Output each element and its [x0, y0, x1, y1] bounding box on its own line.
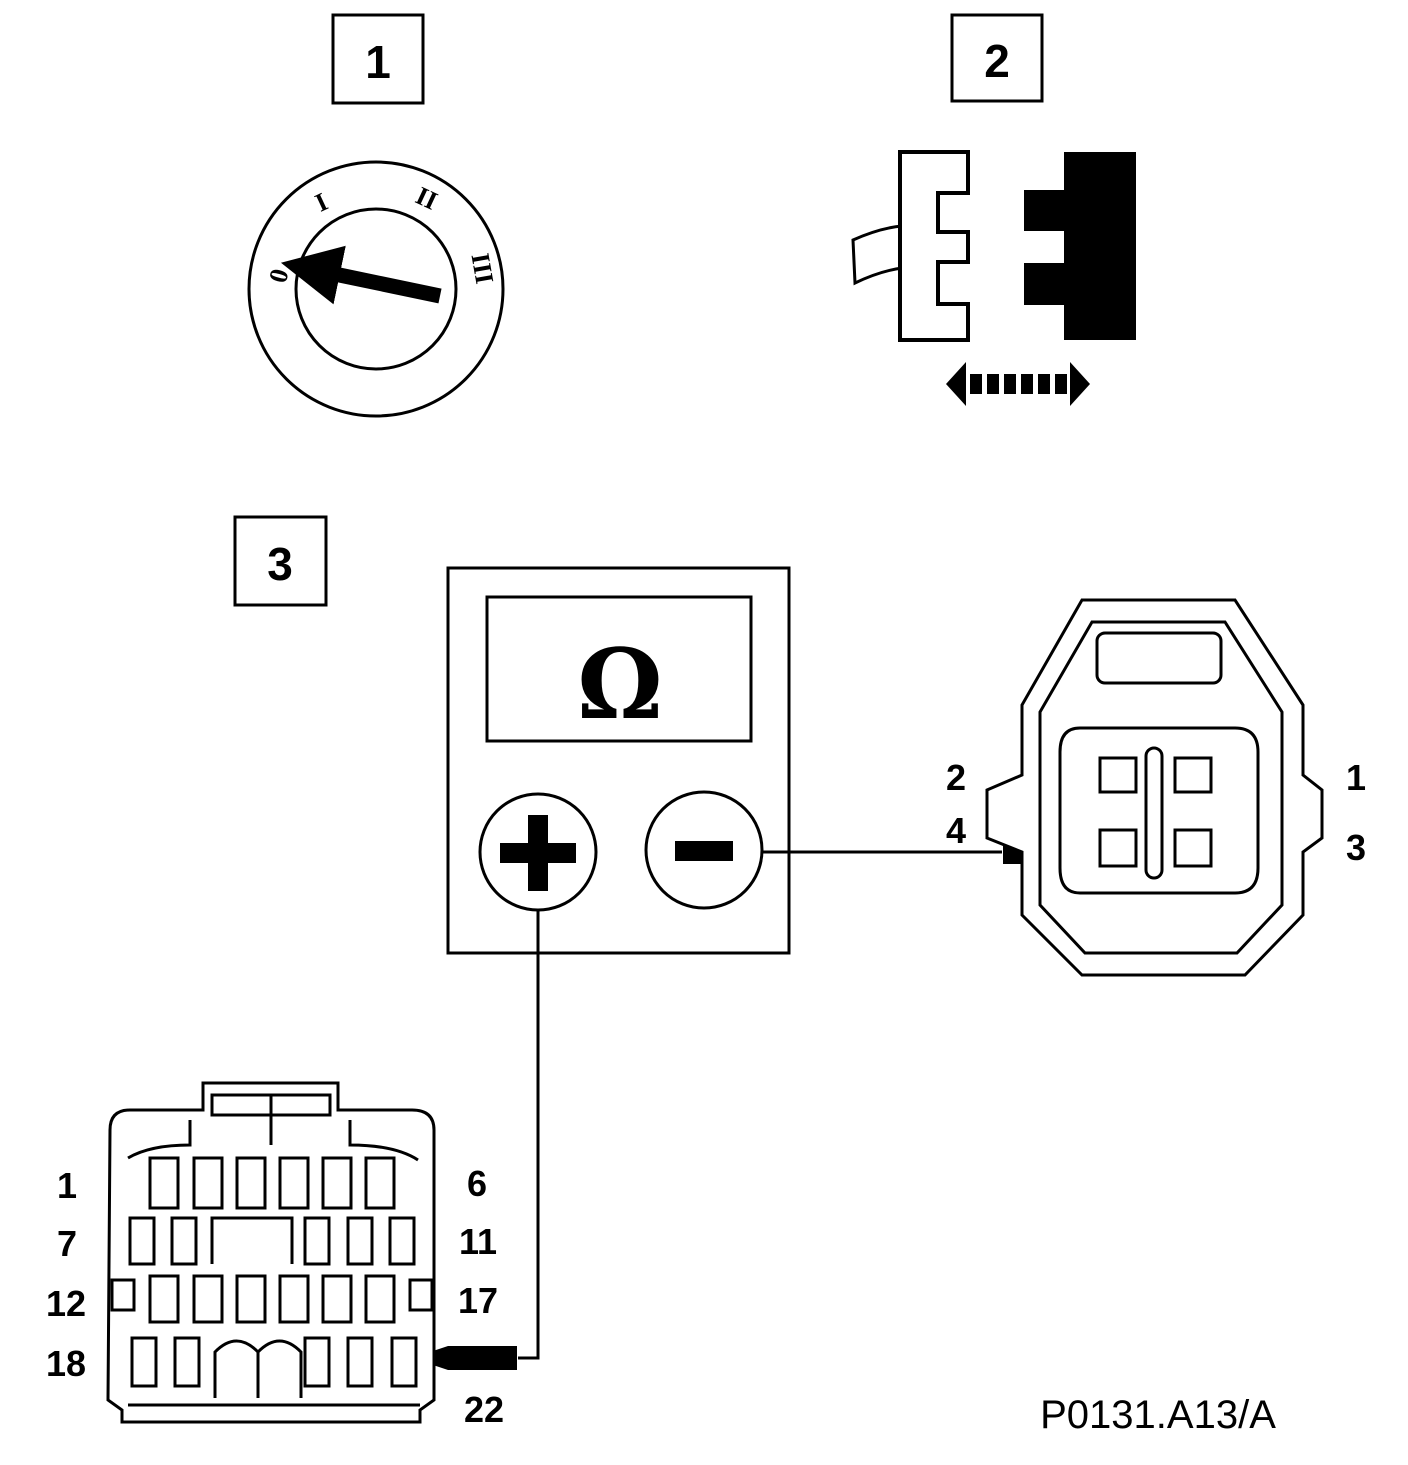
ecu-pin-cavity — [388, 1216, 416, 1266]
plus-sign-icon — [500, 815, 576, 891]
sensor-pin-3 — [1173, 828, 1213, 868]
sensor-pin-label-2: 2 — [946, 757, 966, 798]
step-1-group: 1 — [331, 13, 425, 105]
step-1-number: 1 — [365, 36, 391, 88]
ecu-connector-shoulders — [127, 1120, 419, 1162]
ecu-pin-cavity — [235, 1274, 267, 1324]
ecu-pin-grid — [110, 1156, 434, 1398]
ecu-pin-cavity-wide — [210, 1216, 294, 1264]
ecu-pin-cavity — [346, 1336, 374, 1388]
ecu-pin-cavity — [148, 1156, 180, 1210]
connector-disconnect-illustration — [851, 150, 1136, 406]
ecu-pin-cavity — [303, 1336, 331, 1388]
sensor-connector-latch — [1095, 631, 1223, 685]
ecu-pin-label-22: 22 — [464, 1389, 504, 1430]
connector-male-half — [1024, 152, 1136, 340]
ecu-pin-cavity — [364, 1274, 396, 1324]
step-3-number: 3 — [267, 538, 293, 590]
ecu-pin-cavity — [303, 1216, 331, 1266]
ecu-pin-cavity — [278, 1274, 310, 1324]
ecu-pin-cavity — [128, 1216, 156, 1266]
ecu-pin-cavity — [321, 1274, 353, 1324]
ecu-pin-cavity — [148, 1274, 180, 1324]
ignition-position-3: III — [465, 251, 499, 286]
ecu-connector: 1 6 7 11 12 17 18 22 — [46, 1081, 504, 1430]
step-2-number: 2 — [984, 35, 1010, 87]
sensor-connector-key — [1144, 746, 1164, 880]
ecu-pin-cavity — [192, 1274, 224, 1324]
ecu-pin-label-11: 11 — [459, 1221, 497, 1262]
ecu-pin-cavity — [321, 1156, 353, 1210]
sensor-pin-4 — [1098, 828, 1138, 868]
ecu-pin-cavity — [278, 1156, 310, 1210]
ecu-pin-cavity — [390, 1336, 418, 1388]
ecu-pin-cavity — [130, 1336, 158, 1388]
connector-female-half — [898, 150, 970, 342]
ecu-pin-label-7: 7 — [57, 1223, 77, 1264]
disconnect-double-arrow — [946, 362, 1090, 406]
ecu-pin-cavity — [364, 1156, 396, 1210]
sensor-pin-1 — [1173, 756, 1213, 794]
ohm-symbol: Ω — [577, 628, 662, 741]
ecu-pin-label-17: 17 — [458, 1280, 498, 1321]
sensor-pin-label-3: 3 — [1346, 827, 1366, 868]
connector-wire-harness — [851, 224, 904, 286]
sensor-pin-label-1: 1 — [1346, 757, 1366, 798]
ecu-pin-label-6: 6 — [467, 1163, 487, 1204]
figure-reference-code: P0131.A13/A — [1040, 1393, 1276, 1437]
sensor-connector: 2 1 4 3 — [946, 598, 1366, 977]
ignition-switch: 0 I II III — [247, 160, 505, 418]
minus-sign-icon — [675, 841, 733, 861]
ecu-pin-cavity — [346, 1216, 374, 1266]
ecu-pin-cavity — [170, 1216, 198, 1266]
ecu-pin-cavity-arched — [256, 1339, 303, 1398]
positive-probe-tip — [412, 1346, 517, 1370]
sensor-pin-2 — [1098, 756, 1138, 794]
ecu-pin-cavity — [173, 1336, 201, 1388]
ecu-pin-label-1: 1 — [57, 1165, 77, 1206]
ignition-key-arrow — [280, 245, 442, 305]
ecu-pin-cavity — [192, 1156, 224, 1210]
step-3-box — [233, 515, 328, 607]
positive-probe-lead — [518, 911, 540, 1360]
step-2-group: 2 — [950, 13, 1044, 103]
ohmmeter: Ω — [446, 566, 791, 955]
sensor-pin-label-4: 4 — [946, 810, 966, 851]
ecu-pin-label-18: 18 — [46, 1343, 86, 1384]
ecu-connector-side-notch — [408, 1278, 434, 1312]
ohmmeter-display — [485, 595, 753, 743]
step-2-box — [950, 13, 1044, 103]
ecu-pin-label-12: 12 — [46, 1283, 86, 1324]
ecu-pin-cavity — [235, 1156, 267, 1210]
step-3-group: 3 — [233, 515, 328, 607]
ecu-connector-side-notch — [110, 1278, 136, 1312]
step-1-box — [331, 13, 425, 105]
